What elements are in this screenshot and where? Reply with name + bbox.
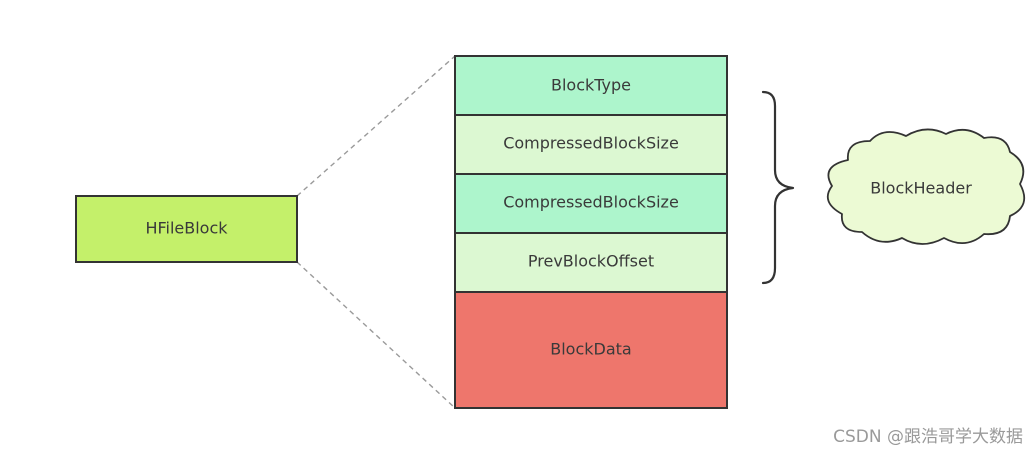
block-structure: BlockType CompressedBlockSize Compressed… [454,55,728,409]
field-label-block-type: BlockType [551,76,631,95]
field-label-prev-block-offset: PrevBlockOffset [528,252,654,271]
connector-top [296,55,456,197]
block-header-label: BlockHeader [870,179,972,198]
field-block-data: BlockData [454,291,728,409]
field-prev-block-offset: PrevBlockOffset [454,232,728,293]
field-compressed-block-size-1: CompressedBlockSize [454,114,728,175]
field-block-type: BlockType [454,55,728,116]
field-label-block-data: BlockData [550,340,631,359]
header-brace [761,90,795,285]
field-label-compressed-block-size-1: CompressedBlockSize [503,134,679,153]
connector-bottom [296,261,456,409]
block-header-cloud: BlockHeader [826,128,1026,245]
cloud-shape [826,128,1026,245]
hfileblock-label: HFileBlock [145,219,228,238]
hfileblock-box: HFileBlock [75,195,298,263]
watermark: CSDN @跟浩哥学大数据 [833,427,1023,447]
field-compressed-block-size-2: CompressedBlockSize [454,173,728,234]
field-label-compressed-block-size-2: CompressedBlockSize [503,193,679,212]
